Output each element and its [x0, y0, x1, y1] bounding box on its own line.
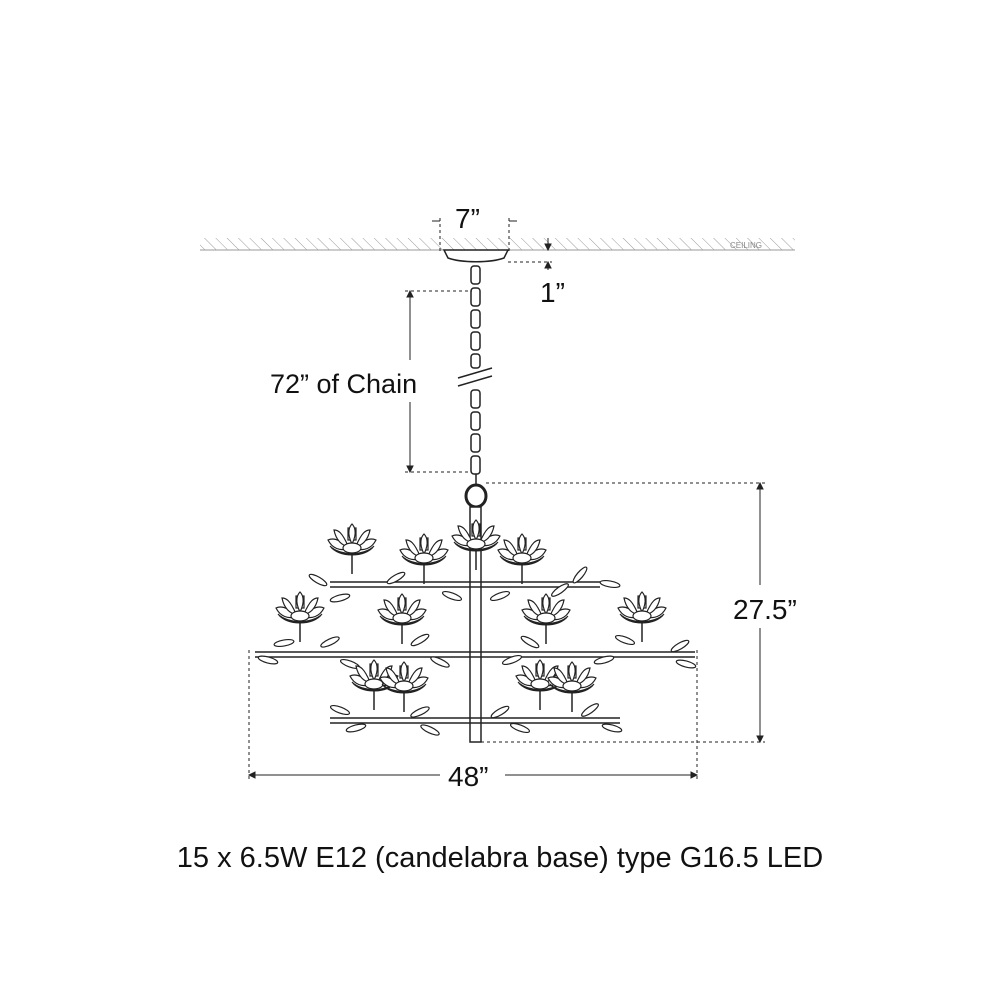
canopy: [442, 249, 510, 263]
fixture-width-dimension: [247, 650, 699, 780]
chain: [470, 265, 481, 486]
fixture-height-label: 27.5”: [733, 594, 797, 625]
canopy-width-label: 7”: [455, 203, 480, 234]
canopy-height-label: 1”: [540, 277, 565, 308]
chandelier-fixture: [255, 483, 698, 743]
ceiling-label: CEILING: [730, 241, 762, 250]
canopy-height-dimension: [508, 238, 552, 270]
canopy-width-dimension: [432, 218, 517, 254]
chain-length-label: 72” of Chain: [270, 369, 417, 399]
fixture-width-label: 48”: [448, 761, 488, 792]
chain-break-symbol: [457, 367, 493, 387]
bulb-specification: 15 x 6.5W E12 (candelabra base) type G16…: [176, 842, 824, 874]
chain-length-dimension: [405, 289, 472, 474]
ceiling: CEILING: [200, 238, 795, 251]
fixture-height-dimension: [481, 481, 765, 744]
